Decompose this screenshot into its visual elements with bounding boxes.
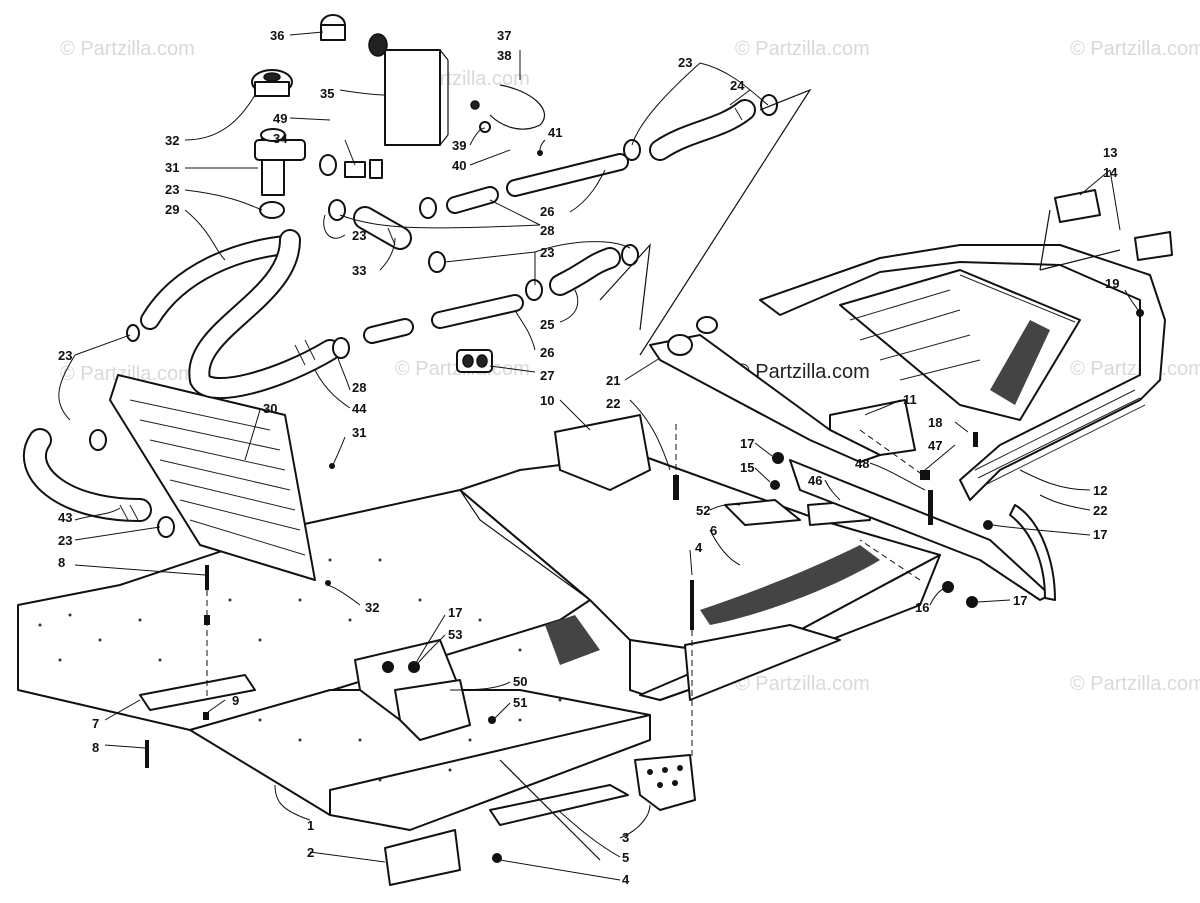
callout: 43 — [58, 510, 72, 525]
callout: 36 — [270, 28, 284, 43]
callout: 28 — [352, 380, 366, 395]
callout: 38 — [497, 48, 511, 63]
callout: 23 — [58, 348, 72, 363]
watermark-center: © Partzilla.com — [735, 361, 870, 383]
callout: 15 — [740, 460, 754, 475]
callout: 32 — [165, 133, 179, 148]
callout: 10 — [540, 393, 554, 408]
radiator — [109, 374, 316, 581]
callout: 48 — [855, 456, 869, 471]
callout: 21 — [606, 373, 620, 388]
callout: 26 — [540, 345, 554, 360]
callout: 33 — [352, 263, 366, 278]
callout: 34 — [273, 131, 288, 146]
callout: 52 — [696, 503, 710, 518]
callout: 7 — [92, 716, 99, 731]
callout: 41 — [548, 125, 562, 140]
callout: 23 — [165, 182, 179, 197]
callout: 22 — [606, 396, 620, 411]
assembly-lines — [206, 88, 1121, 861]
callout: 11 — [903, 392, 917, 407]
callout: 5 — [622, 850, 629, 865]
callout: 4 — [695, 540, 703, 555]
callout: 22 — [1093, 503, 1107, 518]
rear-frame — [649, 189, 1173, 601]
watermark: © Partzilla.com — [60, 363, 195, 385]
callout: 31 — [352, 425, 366, 440]
callout: 49 — [273, 111, 287, 126]
callout: 23 — [678, 55, 692, 70]
callout: 47 — [928, 438, 942, 453]
callout: 4 — [622, 872, 630, 887]
watermark: © Partzilla.com — [1070, 358, 1200, 380]
callout: 26 — [540, 204, 554, 219]
callout: 3 — [622, 830, 629, 845]
watermark: © Partzilla.com — [1070, 673, 1200, 695]
callout: 28 — [540, 223, 554, 238]
callout: 44 — [352, 401, 367, 416]
callout: 32 — [365, 600, 379, 615]
callout: 25 — [540, 317, 554, 332]
callout: 29 — [165, 202, 179, 217]
callout: 17 — [1013, 593, 1027, 608]
callout: 1 — [307, 818, 314, 833]
watermark: © Partzilla.com — [735, 673, 870, 695]
callout: 23 — [58, 533, 72, 548]
callout: 13 — [1103, 145, 1117, 160]
callout: 53 — [448, 627, 462, 642]
hose-clamps — [89, 94, 778, 538]
callout: 30 — [263, 401, 277, 416]
gasket — [456, 349, 493, 373]
watermark: © Partzilla.com — [1070, 38, 1200, 60]
callout: 39 — [452, 138, 466, 153]
watermark: © Partzilla.com — [60, 38, 195, 60]
callout: 18 — [928, 415, 942, 430]
callout: 23 — [352, 228, 366, 243]
callout: 17 — [740, 436, 754, 451]
callout: 31 — [165, 160, 179, 175]
callout: 16 — [915, 600, 929, 615]
leader-lines — [58, 31, 1139, 881]
callout: 46 — [808, 473, 822, 488]
callout: 37 — [497, 28, 511, 43]
callout: 19 — [1105, 276, 1119, 291]
callout: 50 — [513, 674, 527, 689]
callout: 51 — [513, 695, 527, 710]
filler-neck-assembly — [251, 14, 546, 196]
callout: 24 — [730, 78, 745, 93]
belly-pan — [17, 399, 941, 886]
callout: 6 — [710, 523, 717, 538]
fasteners — [145, 150, 1144, 863]
callout: 8 — [92, 740, 99, 755]
callout-numbers: 36 35 32 31 23 29 49 34 23 33 37 38 39 4… — [58, 28, 1119, 887]
callout: 12 — [1093, 483, 1107, 498]
coolant-hoses — [23, 99, 756, 522]
callout: 14 — [1103, 165, 1118, 180]
callout: 2 — [307, 845, 314, 860]
callout: 17 — [1093, 527, 1107, 542]
callout: 8 — [58, 555, 65, 570]
callout: 23 — [540, 245, 554, 260]
callout: 17 — [448, 605, 462, 620]
callout: 27 — [540, 368, 554, 383]
callout: 9 — [232, 693, 239, 708]
callout: 35 — [320, 86, 334, 101]
watermark: © Partzilla.com — [735, 38, 870, 60]
callout: 40 — [452, 158, 466, 173]
